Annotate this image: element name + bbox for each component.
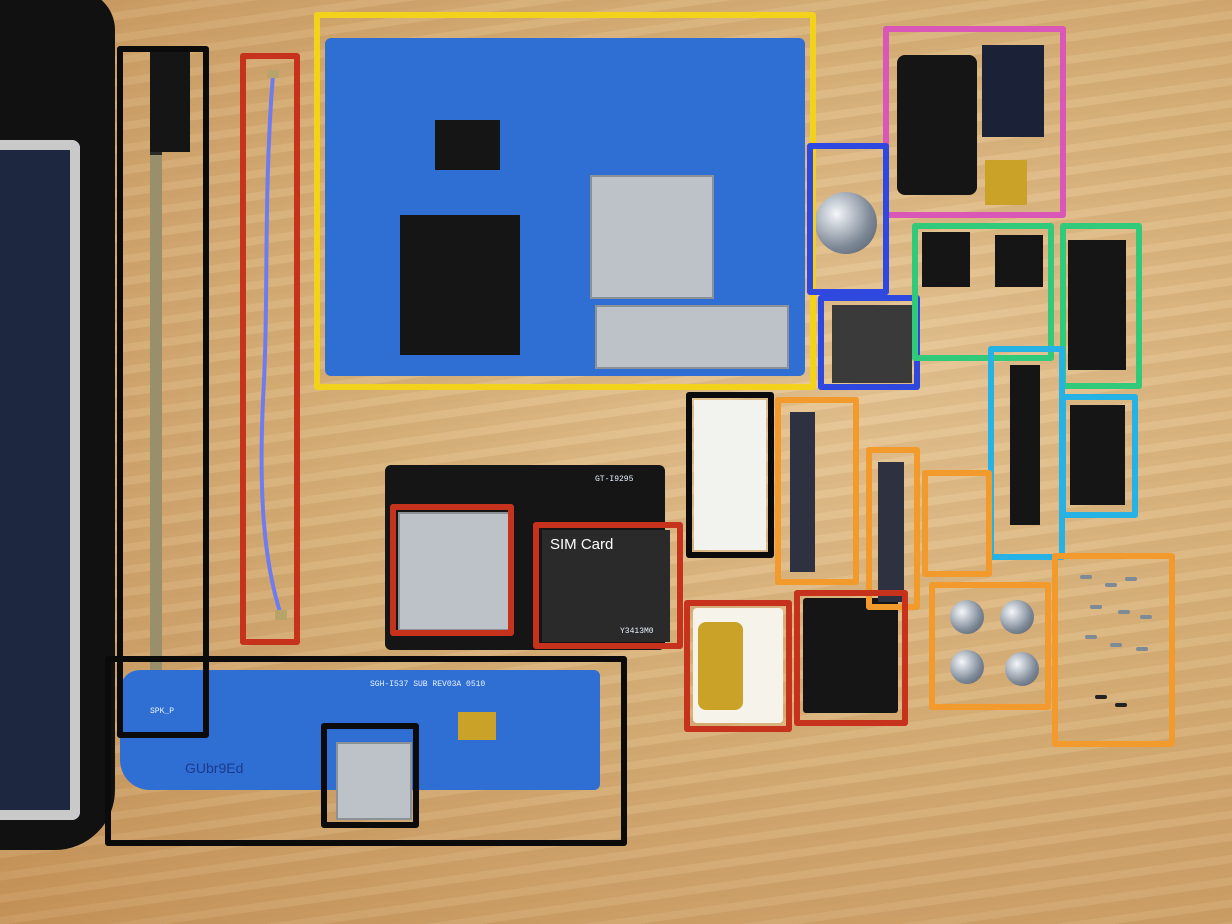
sim-code-text: Y3413M0 bbox=[620, 627, 654, 636]
outline-orange-magnets bbox=[929, 582, 1051, 710]
outline-black-white-bracket bbox=[686, 392, 774, 558]
white-bracket bbox=[694, 400, 766, 550]
phone-display-frame bbox=[0, 140, 80, 820]
usb-connector-port bbox=[336, 742, 412, 820]
volume-button bbox=[790, 412, 815, 572]
outline-orange-screws bbox=[1052, 553, 1175, 747]
magnet-3 bbox=[950, 650, 984, 684]
rear-camera-module bbox=[832, 305, 912, 383]
sim-card-slot bbox=[542, 530, 670, 642]
coax-antenna-cable bbox=[259, 70, 287, 620]
outline-yellow-mainboard bbox=[314, 12, 816, 390]
outline-green-bracket bbox=[1060, 223, 1142, 389]
outline-red-sim-card bbox=[684, 600, 792, 732]
outline-orange-power bbox=[866, 447, 920, 610]
outline-black-antenna bbox=[117, 46, 209, 738]
magnet-2 bbox=[1000, 600, 1034, 634]
outline-orange-volume bbox=[775, 397, 859, 585]
screw-pile bbox=[1070, 565, 1165, 725]
button-flex bbox=[1010, 365, 1040, 525]
micro-sd-card bbox=[803, 598, 898, 713]
outline-red-sd-slot bbox=[390, 504, 514, 636]
outline-red-microsd bbox=[794, 590, 908, 726]
earpiece-speaker bbox=[982, 45, 1044, 137]
sub-board-connector bbox=[458, 712, 496, 740]
outline-red-sim-slot bbox=[533, 522, 683, 649]
antenna-connector-top bbox=[150, 52, 190, 152]
vibration-motor bbox=[815, 192, 877, 254]
carrier-board-id: GT-I9295 bbox=[595, 475, 634, 484]
sub-board-marking-text: GUbr9Ed bbox=[185, 760, 244, 776]
sim-chip bbox=[698, 622, 743, 710]
board-rf-shield bbox=[590, 175, 714, 299]
sim-card-label: SIM Card bbox=[550, 536, 614, 553]
outline-magenta-audio bbox=[883, 26, 1066, 218]
outline-green-sensors bbox=[912, 223, 1054, 361]
board-chip-1 bbox=[400, 215, 520, 355]
outline-black-usb-port bbox=[321, 723, 419, 828]
magnet-4 bbox=[1005, 652, 1039, 686]
board-chip-2 bbox=[435, 120, 500, 170]
outline-blue-motor bbox=[807, 143, 889, 295]
antenna-flex-strip bbox=[150, 55, 162, 675]
board-shield-2 bbox=[595, 305, 789, 369]
small-bracket bbox=[1070, 405, 1125, 505]
magnet-1 bbox=[950, 600, 984, 634]
outline-blue-camera bbox=[818, 295, 920, 390]
earpiece-flex bbox=[985, 160, 1027, 205]
sub-board-model-text: SGH-I537 SUB REV03A 0510 bbox=[370, 680, 486, 689]
outline-black-subboard bbox=[105, 656, 627, 846]
proximity-sensor bbox=[995, 235, 1043, 287]
outline-cyan-flex bbox=[988, 346, 1065, 560]
power-button bbox=[878, 462, 904, 602]
audio-jack bbox=[897, 55, 977, 195]
speaker-contact-label: SPK_P bbox=[150, 707, 175, 716]
front-camera-module bbox=[922, 232, 970, 287]
outline-cyan-bracket bbox=[1060, 394, 1138, 518]
camera-bracket bbox=[1068, 240, 1126, 370]
outline-orange-small bbox=[922, 470, 992, 577]
outline-red-cable bbox=[240, 53, 300, 645]
